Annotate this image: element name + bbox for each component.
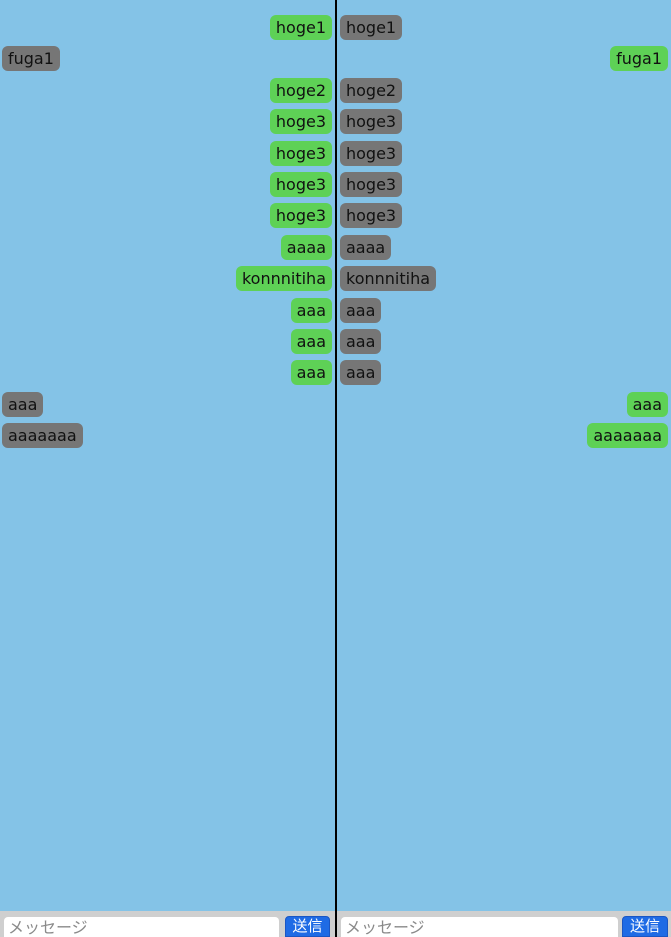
- message-row: aaa: [337, 297, 671, 323]
- message-row: hoge3: [337, 203, 671, 229]
- message-row: aaa: [0, 297, 335, 323]
- received-message-bubble: aaa: [340, 297, 382, 323]
- message-row: hoge3: [337, 109, 671, 135]
- message-row: fuga1: [337, 46, 671, 72]
- message-row: aaaa: [337, 234, 671, 260]
- message-list[interactable]: hoge1 fuga1 hoge2 hoge3 hoge3 hoge3 hoge3 aaaa k…: [337, 15, 671, 454]
- received-message-bubble: hoge3: [340, 140, 403, 166]
- sent-message-bubble: aaaaaaa: [587, 423, 668, 449]
- message-row: hoge3: [337, 171, 671, 197]
- message-row: aaa: [337, 391, 671, 417]
- received-message-bubble: aaa: [340, 360, 382, 386]
- message-row: aaaaaaa: [0, 423, 335, 449]
- message-row: aaaa: [0, 234, 335, 260]
- sent-message-bubble: hoge3: [269, 140, 332, 166]
- chat-pane-right: hoge1 fuga1 hoge2 hoge3 hoge3 hoge3 hoge3 aaaa k…: [337, 0, 671, 937]
- received-message-bubble: aaa: [2, 391, 44, 417]
- message-row: aaa: [0, 391, 335, 417]
- received-message-bubble: hoge3: [340, 171, 403, 197]
- message-row: aaa: [337, 360, 671, 386]
- sent-message-bubble: aaa: [290, 360, 332, 386]
- send-button[interactable]: 送信: [622, 916, 668, 937]
- sent-message-bubble: hoge3: [269, 109, 332, 135]
- message-row: hoge1: [0, 15, 335, 40]
- input-bar: 送信: [0, 911, 335, 937]
- message-row: aaa: [337, 328, 671, 354]
- sent-message-bubble: hoge1: [269, 15, 332, 40]
- message-row: hoge2: [0, 77, 335, 103]
- send-button[interactable]: 送信: [285, 916, 330, 937]
- message-input[interactable]: [341, 917, 618, 937]
- message-row: hoge3: [337, 140, 671, 166]
- received-message-bubble: hoge3: [340, 203, 403, 229]
- sent-message-bubble: konnnitiha: [235, 266, 332, 292]
- input-bar: 送信: [337, 911, 671, 937]
- message-row: hoge2: [337, 77, 671, 103]
- message-row: aaa: [0, 328, 335, 354]
- sent-message-bubble: fuga1: [610, 46, 668, 72]
- message-row: hoge3: [0, 171, 335, 197]
- message-row: aaaaaaa: [337, 423, 671, 449]
- chat-pane-left: hoge1 fuga1 hoge2 hoge3 hoge3 hoge3 hoge3 aaaa k…: [0, 0, 335, 937]
- message-row: hoge1: [337, 15, 671, 40]
- message-row: konnnitiha: [337, 266, 671, 292]
- sent-message-bubble: hoge2: [269, 77, 332, 103]
- received-message-bubble: fuga1: [2, 46, 60, 72]
- message-row: fuga1: [0, 46, 335, 72]
- message-row: konnnitiha: [0, 266, 335, 292]
- pane-divider: [335, 0, 337, 937]
- received-message-bubble: konnnitiha: [340, 266, 437, 292]
- sent-message-bubble: aaa: [290, 328, 332, 354]
- sent-message-bubble: aaaa: [280, 234, 332, 260]
- received-message-bubble: aaaa: [340, 234, 392, 260]
- received-message-bubble: hoge1: [340, 15, 403, 40]
- sent-message-bubble: hoge3: [269, 171, 332, 197]
- received-message-bubble: hoge3: [340, 109, 403, 135]
- message-list[interactable]: hoge1 fuga1 hoge2 hoge3 hoge3 hoge3 hoge3 aaaa k…: [0, 15, 335, 454]
- received-message-bubble: aaa: [340, 328, 382, 354]
- message-row: hoge3: [0, 203, 335, 229]
- received-message-bubble: aaaaaaa: [2, 423, 83, 449]
- message-row: hoge3: [0, 109, 335, 135]
- sent-message-bubble: hoge3: [269, 203, 332, 229]
- message-input[interactable]: [4, 917, 279, 937]
- sent-message-bubble: aaa: [626, 391, 668, 417]
- message-row: hoge3: [0, 140, 335, 166]
- sent-message-bubble: aaa: [290, 297, 332, 323]
- message-row: aaa: [0, 360, 335, 386]
- received-message-bubble: hoge2: [340, 77, 403, 103]
